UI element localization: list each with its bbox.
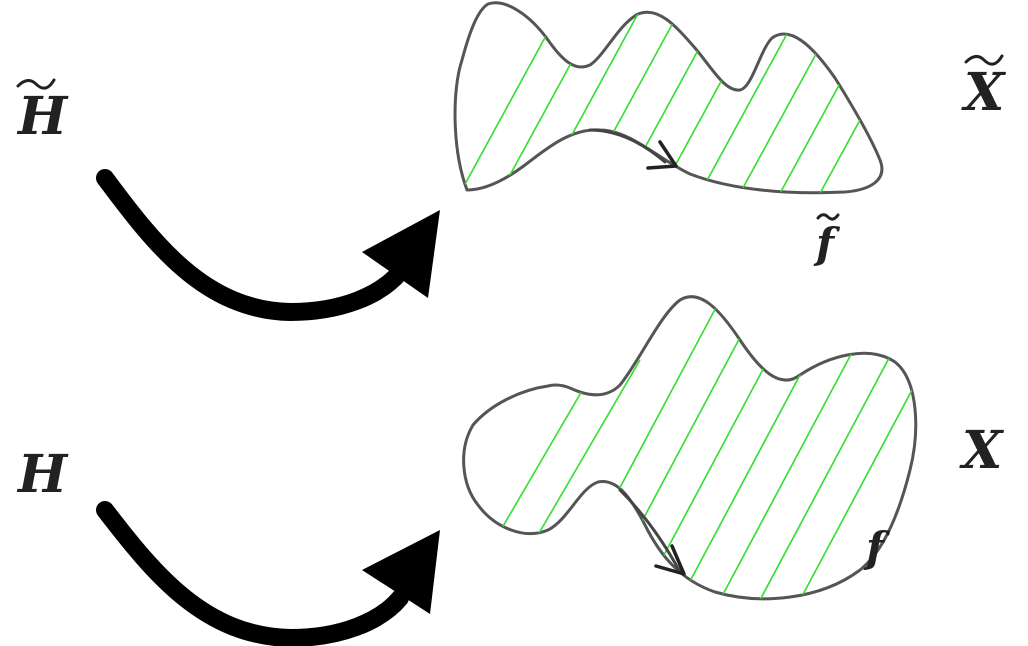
covering-space-region	[453, 1, 884, 195]
space-label-bottom: X	[959, 420, 1005, 481]
space-symbol-bottom: X	[959, 420, 1005, 481]
tilde-mark-map-top	[816, 213, 840, 221]
base-path-arrowhead	[654, 544, 686, 576]
action-arrow-top-shaft	[96, 169, 409, 322]
group-symbol-bottom: H	[16, 444, 69, 505]
space-symbol-top: X	[961, 62, 1007, 123]
group-label-top: H	[16, 78, 69, 147]
base-space-outline	[462, 295, 918, 601]
lifted-path-curve	[588, 128, 667, 164]
action-arrow-bottom	[96, 501, 440, 646]
action-arrow-bottom-head	[362, 530, 440, 614]
action-arrow-bottom-shaft	[96, 501, 409, 646]
action-arrow-top-head	[362, 210, 440, 298]
space-label-top: X	[961, 54, 1007, 123]
tilde-mark-space-top	[964, 54, 1004, 66]
base-space-region	[462, 295, 918, 601]
base-path-curve	[618, 488, 682, 574]
map-symbol-top: f	[813, 219, 841, 268]
lifted-path-arrowhead	[646, 140, 678, 170]
action-arrow-top	[96, 169, 440, 322]
group-symbol-top: H	[16, 86, 69, 147]
group-label-bottom: H	[16, 444, 69, 505]
map-label-top: f	[813, 213, 841, 268]
tilde-mark-group-top	[16, 78, 56, 90]
